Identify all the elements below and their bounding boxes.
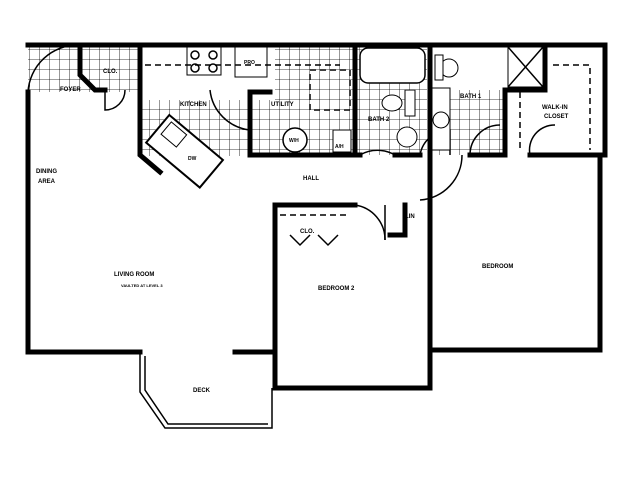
label-walkin-2: CLOSET [544,114,569,120]
deck-outline [139,352,273,429]
label-air-handler: A/H [335,144,344,150]
label-utility: UTILITY [271,102,294,108]
label-dining-2: AREA [38,179,56,185]
label-foyer: FOYER [60,87,81,93]
air-handler [332,129,352,153]
label-kitchen: KITCHEN [180,102,207,108]
label-water-heater: W/H [289,138,299,144]
sink [396,126,418,148]
bathtub [359,47,426,84]
label-deck: DECK [193,388,211,394]
doors[interactable] [27,44,556,241]
label-bedroom2: BEDROOM 2 [318,286,355,292]
label-refrigerator: PRO [244,60,255,66]
label-bedroom2-closet: CLO. [300,229,315,235]
water-heater [282,127,308,153]
label-walkin-1: WALK-IN [542,105,568,111]
walls [25,42,608,391]
label-hall: HALL [303,176,319,182]
label-linen: LIN [405,214,415,220]
label-living-note: VAULTED AT LEVEL 3 [121,283,163,288]
label-bedroom: BEDROOM [482,264,513,270]
label-bath1: BATH 1 [460,94,482,100]
label-bath2: BATH 2 [368,117,390,123]
fixtures [29,46,599,345]
toilet [381,94,403,112]
label-living-room: LIVING ROOM [114,272,154,278]
label-dining-1: DINING [36,169,57,175]
refrigerator [234,46,268,78]
label-dishwasher: DW [188,156,197,162]
label-foyer-closet: CLO. [103,69,118,75]
